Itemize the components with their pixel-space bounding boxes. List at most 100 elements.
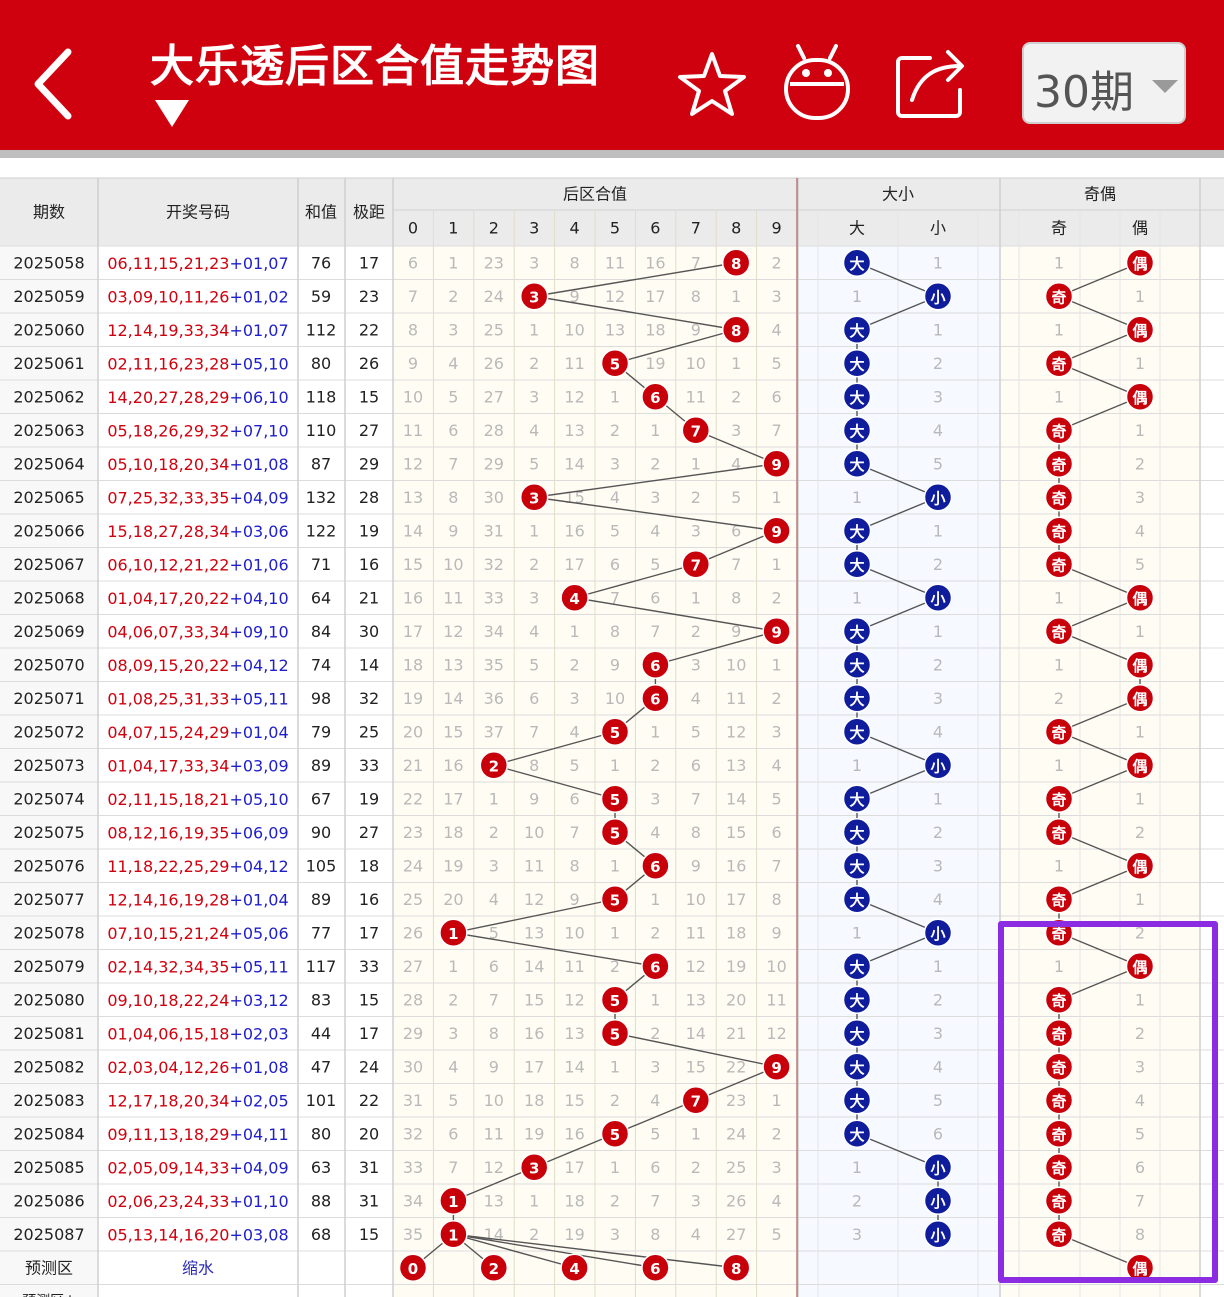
miss-cell: 24	[484, 287, 504, 306]
miss-cell: 6	[1135, 1158, 1145, 1177]
svg-text:小: 小	[930, 925, 945, 943]
svg-text:大: 大	[849, 690, 864, 708]
miss-cell: 14	[403, 521, 423, 540]
miss-cell: 5	[529, 454, 539, 473]
svg-text:大: 大	[849, 456, 864, 474]
miss-cell: 35	[484, 655, 504, 674]
miss-cell: 9	[691, 856, 701, 875]
svg-text:9: 9	[771, 523, 781, 541]
sum-cell: 74	[311, 655, 331, 674]
svg-text:偶: 偶	[1132, 1260, 1147, 1278]
digit-header-3: 3	[529, 219, 539, 238]
miss-cell: 15	[403, 555, 423, 574]
miss-cell: 36	[484, 689, 504, 708]
sum-ball: 7	[681, 550, 711, 579]
sum-ball: 6	[641, 684, 670, 713]
miss-cell: 2	[1054, 689, 1064, 708]
miss-cell: 1	[731, 287, 741, 306]
forecast-ball: 4	[560, 1253, 589, 1282]
big-ball: 大	[842, 650, 872, 679]
miss-cell: 7	[1135, 1191, 1145, 1210]
period-cell: 2025085	[13, 1158, 84, 1177]
big-ball: 大	[842, 248, 872, 277]
forecast-parity-ball: 偶	[1125, 1253, 1155, 1282]
miss-cell: 4	[691, 1225, 701, 1244]
even-ball: 偶	[1125, 248, 1155, 277]
svg-text:奇: 奇	[1051, 791, 1066, 809]
period-cell: 2025081	[13, 1024, 84, 1043]
miss-cell: 8	[650, 1225, 660, 1244]
even-ball: 偶	[1125, 952, 1155, 981]
even-ball: 偶	[1125, 382, 1155, 411]
miss-cell: 2	[570, 655, 580, 674]
miss-cell: 33	[484, 588, 504, 607]
miss-cell: 29	[403, 1024, 423, 1043]
android-icon[interactable]	[778, 40, 858, 124]
miss-cell: 3	[731, 421, 741, 440]
miss-cell: 3	[448, 320, 458, 339]
miss-cell: 1	[1135, 789, 1145, 808]
draw-numbers-cell: 02,11,15,18,21+05,10	[107, 789, 288, 808]
miss-cell: 3	[448, 1024, 458, 1043]
miss-cell: 1	[650, 990, 660, 1009]
share-icon[interactable]	[890, 40, 970, 124]
column-header-period: 期数	[33, 203, 65, 222]
miss-cell: 3	[772, 287, 782, 306]
span-cell: 33	[359, 957, 379, 976]
svg-text:大: 大	[849, 824, 864, 842]
miss-cell: 3	[570, 689, 580, 708]
miss-cell: 11	[564, 354, 584, 373]
span-cell: 25	[359, 722, 379, 741]
miss-cell: 15	[524, 990, 544, 1009]
sum-ball: 5	[600, 818, 630, 847]
miss-cell: 13	[726, 756, 746, 775]
miss-cell: 17	[726, 890, 746, 909]
miss-cell: 9	[731, 622, 741, 641]
miss-cell: 8	[570, 856, 580, 875]
svg-text:奇: 奇	[1051, 288, 1066, 306]
svg-text:1: 1	[448, 925, 458, 943]
big-ball: 大	[842, 315, 872, 344]
sum-cell: 83	[311, 990, 331, 1009]
star-icon[interactable]	[672, 40, 752, 124]
miss-cell: 1	[933, 521, 943, 540]
svg-text:大: 大	[849, 255, 864, 273]
sum-cell: 105	[306, 856, 337, 875]
miss-cell: 2	[610, 1091, 620, 1110]
period-selector-label: 30期	[1034, 67, 1134, 118]
svg-text:6: 6	[650, 1260, 660, 1278]
back-arrow-icon[interactable]	[28, 44, 80, 124]
miss-cell: 7	[650, 1191, 660, 1210]
period-selector[interactable]: 30期	[1022, 42, 1186, 124]
draw-numbers-cell: 02,11,16,23,28+05,10	[107, 354, 288, 373]
sum-ball: 5	[600, 985, 630, 1014]
miss-cell: 17	[524, 1057, 544, 1076]
sum-cell: 90	[311, 823, 331, 842]
chevron-down-icon	[1152, 80, 1178, 93]
miss-cell: 2	[610, 421, 620, 440]
odd-ball: 奇	[1044, 483, 1074, 512]
period-cell: 2025064	[13, 454, 84, 473]
miss-cell: 1	[610, 923, 620, 942]
miss-cell: 28	[484, 421, 504, 440]
miss-cell: 8	[691, 287, 701, 306]
svg-text:3: 3	[529, 1159, 539, 1177]
miss-cell: 11	[524, 856, 544, 875]
miss-cell: 3	[933, 1024, 943, 1043]
miss-cell: 1	[852, 287, 862, 306]
draw-numbers-cell: 15,18,27,28,34+03,06	[107, 521, 288, 540]
svg-text:3: 3	[529, 489, 539, 507]
dropdown-triangle-icon[interactable]	[155, 100, 189, 127]
period-cell: 2025069	[13, 622, 84, 641]
period-cell: 2025074	[13, 789, 84, 808]
miss-cell: 2	[448, 990, 458, 1009]
svg-text:8: 8	[731, 322, 741, 340]
span-cell: 21	[359, 588, 379, 607]
miss-cell: 5	[731, 488, 741, 507]
miss-cell: 29	[484, 454, 504, 473]
forecast-ball: 0	[398, 1253, 428, 1282]
miss-cell: 4	[1135, 521, 1145, 540]
svg-text:5: 5	[610, 1126, 620, 1144]
svg-text:偶: 偶	[1132, 590, 1147, 608]
draw-numbers-cell: 03,09,10,11,26+01,02	[107, 287, 288, 306]
